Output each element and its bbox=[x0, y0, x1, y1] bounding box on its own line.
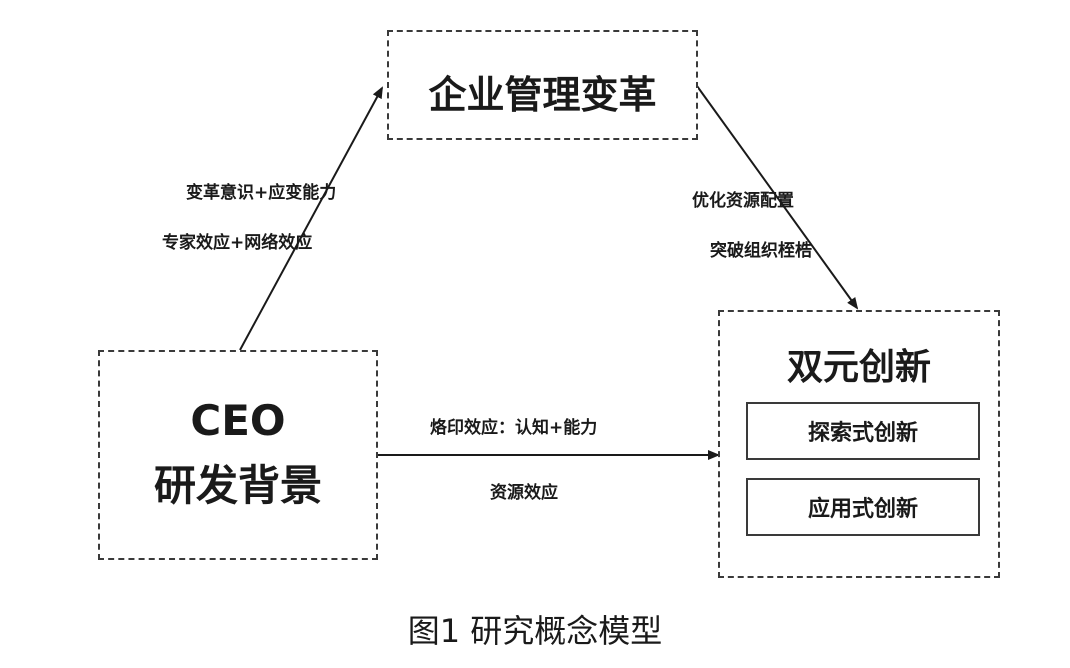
edge-label-change-awareness: 变革意识+应变能力 bbox=[186, 183, 337, 203]
edge-label-break-constraints: 突破组织桎梏 bbox=[710, 241, 812, 261]
rd-background-label: 研发背景 bbox=[153, 461, 322, 510]
edge-label-imprint-effect: 烙印效应：认知+能力 bbox=[430, 418, 598, 438]
dual-innovation-title: 双元创新 bbox=[786, 347, 931, 388]
applied-innovation-box: 应用式创新 bbox=[746, 478, 980, 536]
ceo-background-box: CEO 研发背景 bbox=[98, 350, 378, 560]
edge-label-resource-effect: 资源效应 bbox=[490, 483, 558, 503]
mgmt-change-label: 企业管理变革 bbox=[428, 73, 657, 117]
arrow-mgmt-to-dual bbox=[696, 85, 859, 310]
ceo-label: CEO bbox=[190, 396, 286, 445]
arrow-ceo-to-mgmt bbox=[239, 86, 383, 351]
figure-caption: 图1 研究概念模型 bbox=[407, 612, 663, 650]
edge-label-resource-allocation: 优化资源配置 bbox=[692, 191, 794, 211]
exploratory-innovation-box: 探索式创新 bbox=[746, 402, 980, 460]
edge-label-expert-effect: 专家效应+网络效应 bbox=[162, 233, 313, 253]
dual-innovation-box: 双元创新 探索式创新 应用式创新 bbox=[718, 310, 1000, 578]
mgmt-change-box: 企业管理变革 bbox=[387, 30, 698, 140]
